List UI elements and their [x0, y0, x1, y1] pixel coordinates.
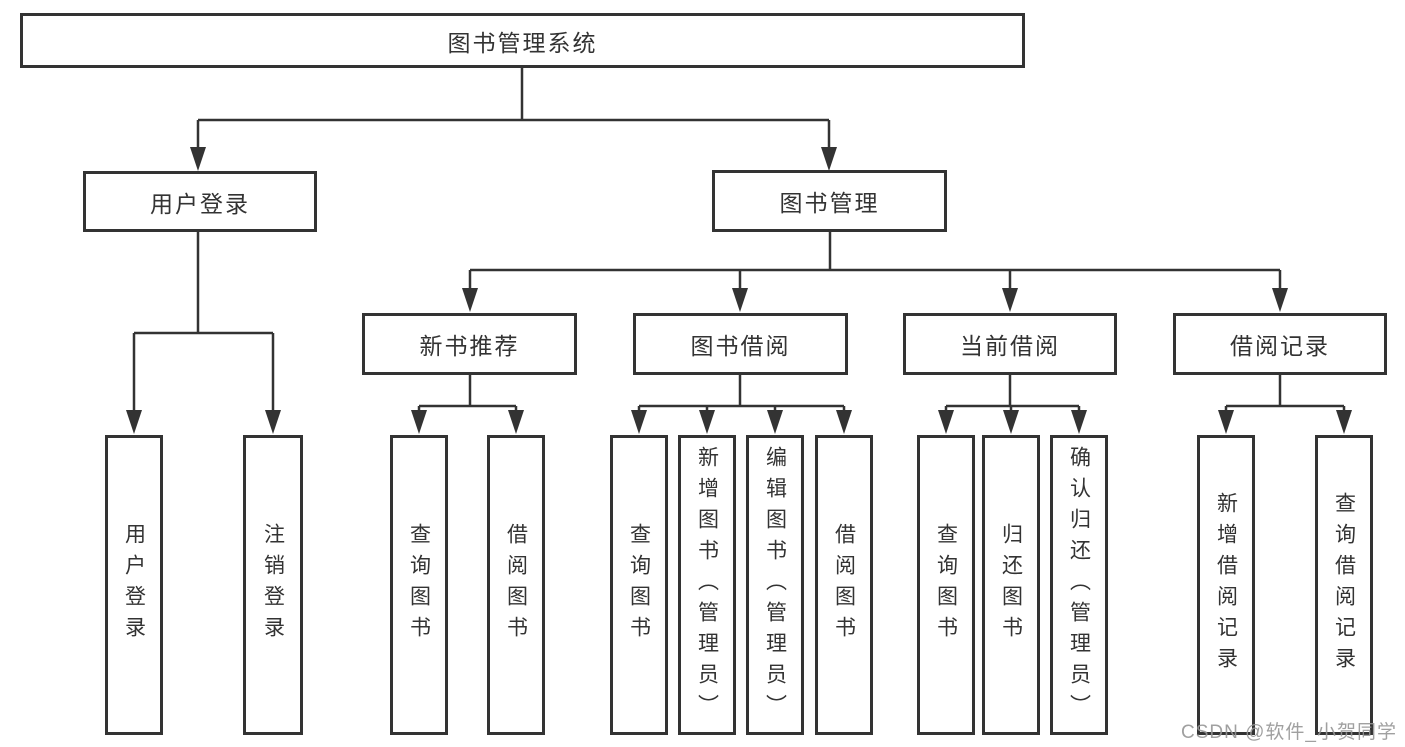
leaf-confirm-return-admin: 确认归还（管理员）	[1050, 435, 1108, 735]
node-user-login: 用户登录	[83, 171, 317, 232]
node-root-system: 图书管理系统	[20, 13, 1025, 68]
leaf-return-books: 归还图书	[982, 435, 1040, 735]
node-book-management: 图书管理	[712, 170, 947, 232]
leaf-edit-books-admin: 编辑图书（管理员）	[746, 435, 804, 735]
leaf-add-borrow-record: 新增借阅记录	[1197, 435, 1255, 735]
csdn-watermark: CSDN @软件_小贺同学	[1181, 722, 1397, 743]
leaf-add-books-admin: 新增图书（管理员）	[678, 435, 736, 735]
node-book-borrow: 图书借阅	[633, 313, 848, 375]
node-current-borrow: 当前借阅	[903, 313, 1117, 375]
connector-user-login-branch	[132, 232, 275, 414]
leaf-query-books-borrow: 查询图书	[610, 435, 668, 735]
connector-book-management-branch	[468, 232, 1282, 292]
leaf-query-borrow-record: 查询借阅记录	[1315, 435, 1373, 735]
node-new-book-recommend: 新书推荐	[362, 313, 577, 375]
connector-new-book-branch	[417, 375, 518, 416]
leaf-query-books-current: 查询图书	[917, 435, 975, 735]
connector-root-to-level2	[196, 68, 831, 152]
connector-book-borrow-branch	[637, 375, 846, 416]
node-borrow-records: 借阅记录	[1173, 313, 1387, 375]
leaf-user-login: 用户登录	[105, 435, 163, 735]
leaf-borrow-books-recommend: 借阅图书	[487, 435, 545, 735]
connector-current-borrow-branch	[944, 375, 1081, 416]
leaf-query-books-recommend: 查询图书	[390, 435, 448, 735]
connector-borrow-records-branch	[1224, 375, 1346, 416]
leaf-logout: 注销登录	[243, 435, 303, 735]
leaf-borrow-books: 借阅图书	[815, 435, 873, 735]
